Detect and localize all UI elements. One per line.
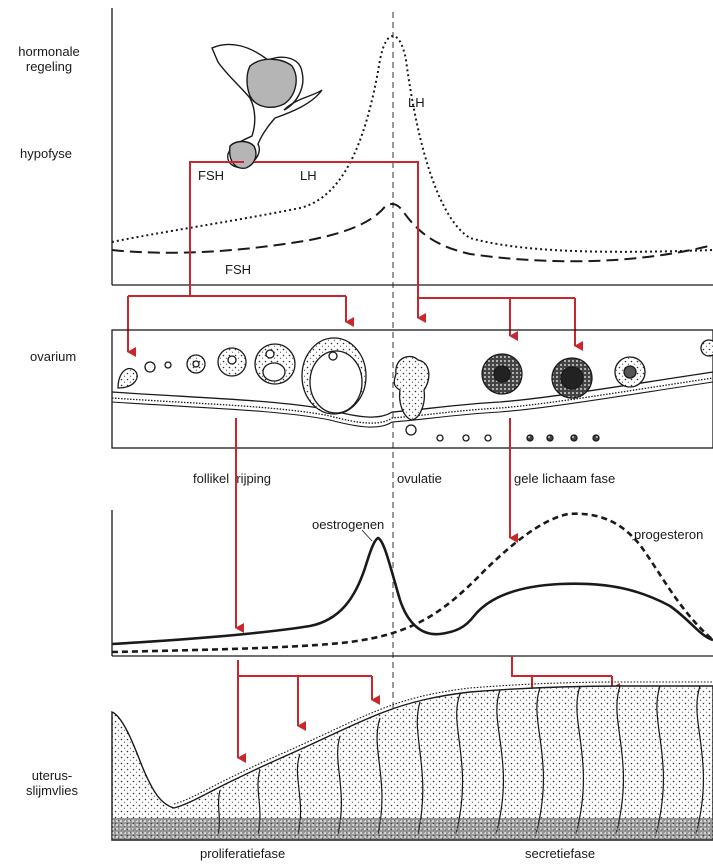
pituitary-gland-icon bbox=[212, 44, 322, 168]
ovarian-hormone-panel bbox=[112, 510, 713, 656]
progesterone-curve bbox=[112, 514, 713, 652]
endometrium-tissue-icon bbox=[112, 682, 713, 840]
fsh-curve bbox=[112, 204, 713, 261]
ovarium-panel bbox=[112, 330, 713, 448]
lh-curve bbox=[112, 36, 713, 252]
ovarian-follicle-icons bbox=[118, 338, 713, 441]
oestrogen-curve bbox=[112, 538, 713, 644]
hormone-panel bbox=[112, 8, 713, 296]
hormone-curve-arrows bbox=[236, 418, 510, 628]
regulation-arrows bbox=[190, 162, 418, 296]
